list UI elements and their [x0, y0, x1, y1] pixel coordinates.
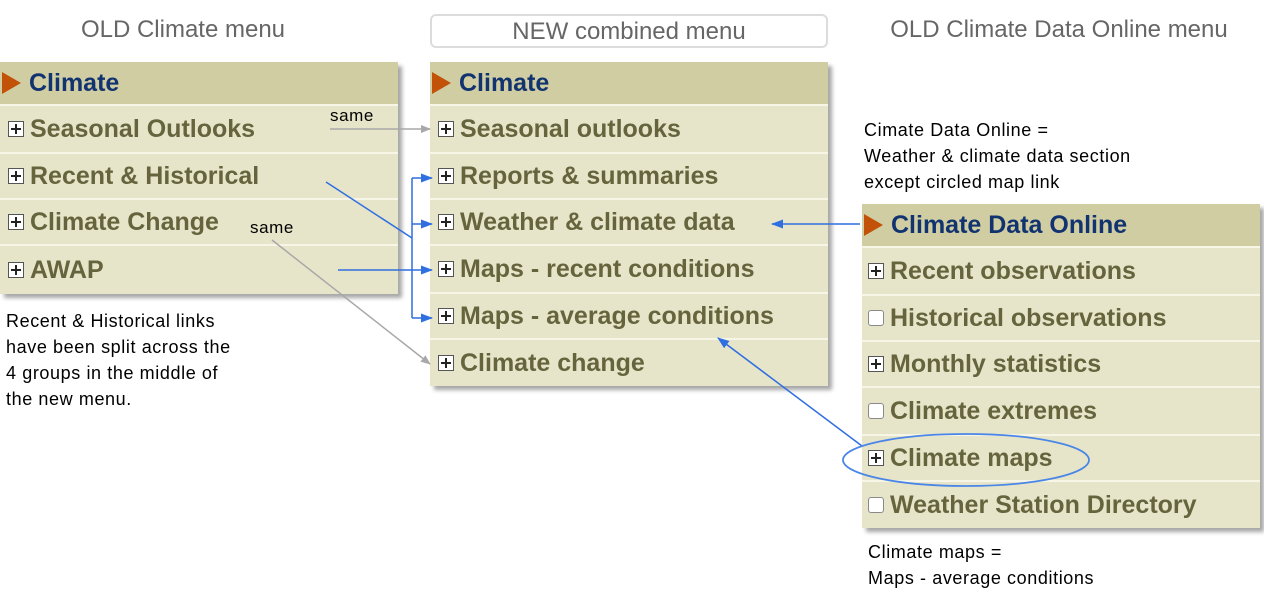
plus-box-icon — [438, 168, 454, 184]
new-combined-menu-title: NEW combined menu — [430, 14, 828, 48]
same-label-seasonal: same — [330, 106, 374, 125]
cdo-note: Cimate Data Online = Weather & climate d… — [864, 117, 1131, 195]
empty-box-icon — [868, 497, 884, 513]
new-menu-item-reports-summaries[interactable]: Reports & summaries — [430, 154, 828, 200]
cdo-menu-header[interactable]: Climate Data Online — [862, 204, 1260, 248]
note-line: Maps - average conditions — [868, 568, 1095, 588]
old-menu-item-label: Recent & Historical — [30, 161, 260, 190]
climate-maps-note: Climate maps = Maps - average conditions — [868, 539, 1094, 591]
note-line: Recent & Historical links — [6, 311, 216, 331]
recent-historical-line — [325, 181, 413, 239]
new-menu-item-seasonal-outlooks[interactable]: Seasonal outlooks — [430, 106, 828, 154]
plus-box-icon — [8, 121, 24, 137]
cdo-menu-item-climate-maps[interactable]: Climate maps — [862, 436, 1260, 482]
new-menu-header-label: Climate — [459, 68, 550, 97]
old-menu-header[interactable]: Climate — [0, 62, 398, 106]
same-arrow-climate-change — [271, 239, 431, 365]
note-line: Cimate Data Online = — [864, 120, 1049, 140]
plus-box-icon — [438, 355, 454, 371]
cdo-menu: Climate Data Online Recent observations … — [862, 204, 1260, 528]
plus-box-icon — [8, 262, 24, 278]
triangle-icon — [864, 214, 883, 236]
triangle-icon — [432, 72, 451, 94]
new-menu-item-maps-average[interactable]: Maps - average conditions — [430, 294, 828, 340]
note-line: Weather & climate data section — [864, 146, 1131, 166]
plus-box-icon — [438, 308, 454, 324]
empty-box-icon — [868, 310, 884, 326]
cdo-menu-item-weather-station-directory[interactable]: Weather Station Directory — [862, 482, 1260, 528]
cdo-menu-item-label: Climate extremes — [890, 396, 1098, 425]
new-menu-item-label: Weather & climate data — [460, 207, 735, 236]
old-menu-item-label: Seasonal Outlooks — [30, 114, 256, 143]
old-menu-header-label: Climate — [29, 68, 120, 97]
climate-maps-circle — [842, 433, 1090, 487]
cdo-menu-item-label: Climate maps — [890, 443, 1053, 472]
climate-maps-arrow — [717, 337, 863, 447]
new-combined-menu: Climate Seasonal outlooks Reports & summ… — [430, 62, 828, 386]
old-menu-item-awap[interactable]: AWAP — [0, 246, 398, 294]
note-line: Climate maps = — [868, 542, 1002, 562]
plus-box-icon — [8, 168, 24, 184]
old-menu-item-seasonal-outlooks[interactable]: Seasonal Outlooks — [0, 106, 398, 154]
plus-box-icon — [438, 261, 454, 277]
new-menu-item-weather-climate-data[interactable]: Weather & climate data — [430, 200, 828, 246]
old-menu-item-climate-change[interactable]: Climate Change — [0, 200, 398, 246]
old-climate-menu: Climate Seasonal Outlooks Recent & Histo… — [0, 62, 398, 294]
plus-box-icon — [868, 263, 884, 279]
cdo-menu-item-label: Historical observations — [890, 303, 1167, 332]
note-line: except circled map link — [864, 172, 1060, 192]
note-line: the new menu. — [6, 389, 132, 409]
plus-box-icon — [8, 214, 24, 230]
new-menu-item-label: Reports & summaries — [460, 161, 719, 190]
note-line: 4 groups in the middle of — [6, 363, 219, 383]
same-label-climate-change: same — [250, 218, 294, 237]
cdo-menu-item-monthly-statistics[interactable]: Monthly statistics — [862, 342, 1260, 388]
new-menu-header[interactable]: Climate — [430, 62, 828, 106]
cdo-menu-item-label: Recent observations — [890, 256, 1136, 285]
new-menu-item-label: Maps - recent conditions — [460, 254, 755, 283]
old-menu-item-label: Climate Change — [30, 207, 219, 236]
plus-box-icon — [868, 450, 884, 466]
empty-box-icon — [868, 403, 884, 419]
cdo-menu-item-climate-extremes[interactable]: Climate extremes — [862, 388, 1260, 436]
new-menu-item-label: Seasonal outlooks — [460, 114, 681, 143]
new-menu-item-label: Climate change — [460, 348, 645, 377]
cdo-menu-item-recent-observations[interactable]: Recent observations — [862, 248, 1260, 296]
note-line: have been split across the — [6, 337, 231, 357]
plus-box-icon — [438, 121, 454, 137]
old-menu-item-recent-historical[interactable]: Recent & Historical — [0, 154, 398, 200]
cdo-menu-item-label: Monthly statistics — [890, 349, 1102, 378]
plus-box-icon — [438, 214, 454, 230]
new-menu-item-climate-change[interactable]: Climate change — [430, 340, 828, 386]
cdo-menu-item-label: Weather Station Directory — [890, 490, 1197, 519]
new-menu-item-maps-recent[interactable]: Maps - recent conditions — [430, 246, 828, 294]
cdo-menu-header-label: Climate Data Online — [891, 210, 1128, 239]
triangle-icon — [2, 72, 21, 94]
cdo-menu-item-historical-observations[interactable]: Historical observations — [862, 296, 1260, 342]
old-menu-item-label: AWAP — [30, 255, 104, 284]
new-menu-item-label: Maps - average conditions — [460, 301, 774, 330]
old-cdo-menu-title: OLD Climate Data Online menu — [890, 16, 1228, 43]
recent-historical-note: Recent & Historical links have been spli… — [6, 308, 231, 412]
old-climate-menu-title: OLD Climate menu — [80, 16, 286, 43]
plus-box-icon — [868, 356, 884, 372]
